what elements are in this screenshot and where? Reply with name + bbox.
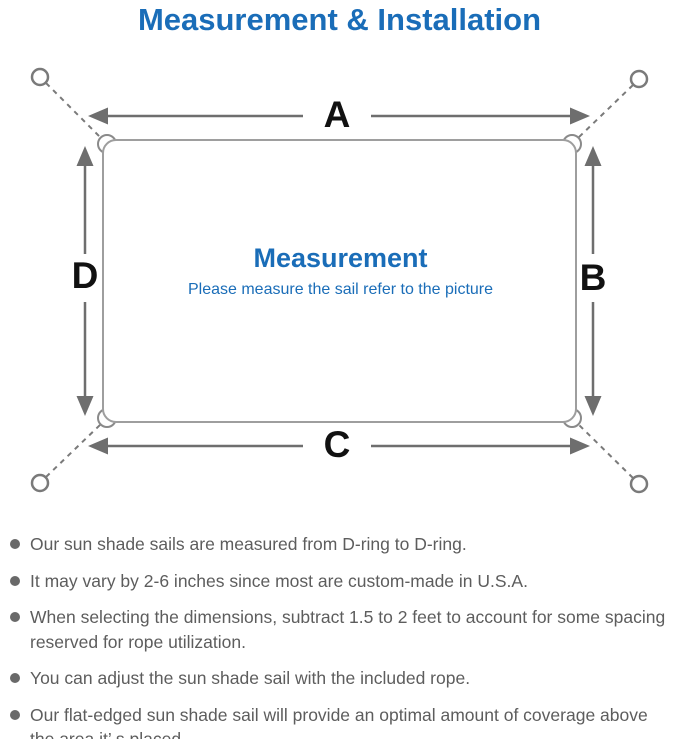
note-text: When selecting the dimensions, subtract … bbox=[30, 607, 666, 652]
note-item: It may vary by 2-6 inches since most are… bbox=[10, 569, 675, 594]
rope-line-bottom-right bbox=[577, 423, 634, 479]
note-item: You can adjust the sun shade sail with t… bbox=[10, 666, 675, 691]
bullet-icon bbox=[10, 709, 20, 720]
note-item: When selecting the dimensions, subtract … bbox=[10, 605, 675, 654]
anchor-rings bbox=[30, 67, 649, 494]
measurement-subtitle: Please measure the sail refer to the pic… bbox=[187, 281, 494, 298]
rope-line-bottom-left bbox=[45, 423, 102, 478]
note-item: Our sun shade sails are measured from D-… bbox=[10, 532, 675, 557]
note-text: It may vary by 2-6 inches since most are… bbox=[30, 570, 528, 591]
bullet-icon bbox=[10, 539, 20, 549]
arrow-c-bottom bbox=[88, 437, 590, 455]
dimension-arrows bbox=[76, 107, 602, 455]
anchor-ring-bottom-left-icon bbox=[30, 473, 50, 493]
note-text: Our sun shade sails are measured from D-… bbox=[30, 534, 467, 554]
dimension-label-a: A bbox=[323, 94, 351, 135]
rope-line-top-left bbox=[45, 82, 102, 139]
dimension-label-b: B bbox=[579, 257, 607, 298]
note-text: You can adjust the sun shade sail with t… bbox=[30, 668, 471, 688]
rope-line-top-right bbox=[577, 84, 634, 139]
bullet-icon bbox=[10, 575, 20, 586]
bullet-icon bbox=[10, 612, 20, 622]
measurement-notes-list: Our sun shade sails are measured from D-… bbox=[10, 532, 675, 739]
anchor-ring-bottom-right-icon bbox=[629, 474, 649, 494]
arrow-a-top bbox=[88, 107, 590, 125]
page-title: Measurement & Installation bbox=[137, 2, 542, 37]
note-item: Our flat-edged sun shade sail will provi… bbox=[10, 703, 675, 739]
sail-outline bbox=[102, 139, 577, 423]
bullet-icon bbox=[10, 673, 20, 683]
anchor-ring-top-left-icon bbox=[30, 67, 50, 87]
dimension-label-c: C bbox=[323, 424, 351, 465]
note-text: Our flat-edged sun shade sail will provi… bbox=[30, 704, 648, 739]
sail-center-caption: Measurement Please measure the sail refe… bbox=[104, 243, 577, 299]
arrow-d-left bbox=[76, 146, 94, 416]
rope-lines bbox=[45, 82, 634, 479]
arrow-b-right bbox=[584, 146, 602, 416]
measurement-heading: Measurement bbox=[253, 243, 428, 273]
sail-measurement-diagram bbox=[30, 67, 649, 494]
dimension-label-d: D bbox=[71, 255, 99, 296]
anchor-ring-top-right-icon bbox=[629, 69, 649, 89]
